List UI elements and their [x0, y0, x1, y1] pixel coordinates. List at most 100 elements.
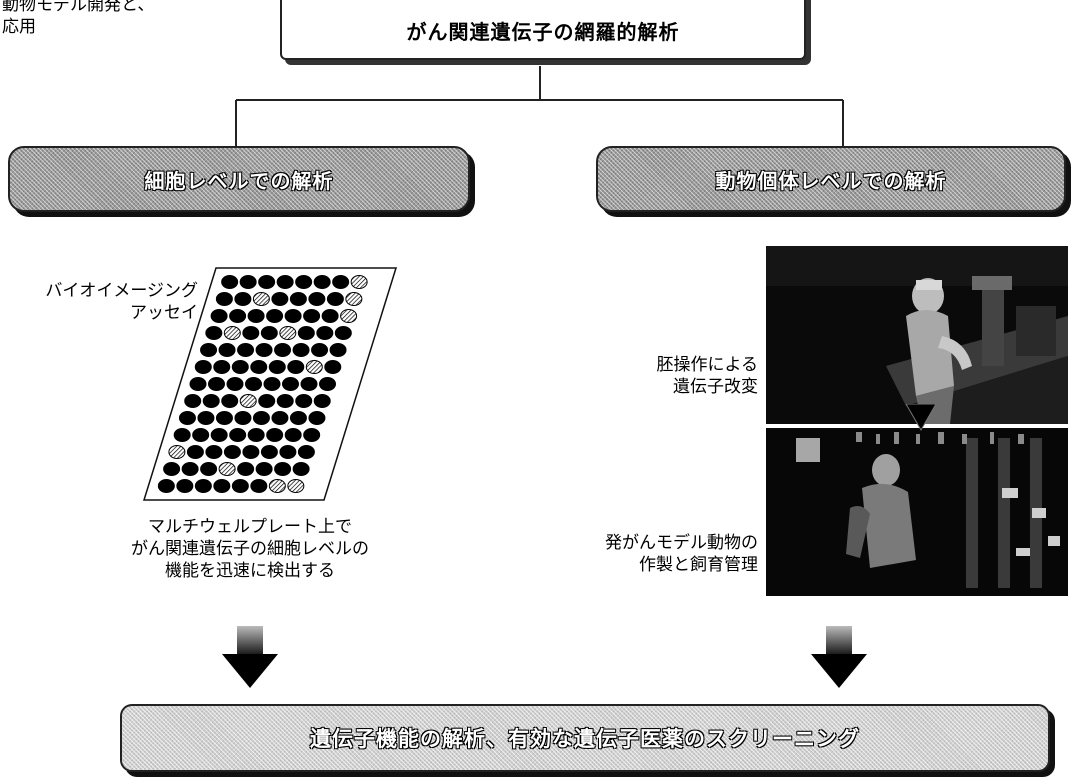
animal-facility-photo	[766, 428, 1068, 596]
well	[231, 360, 249, 374]
well	[326, 292, 344, 306]
well	[245, 377, 262, 391]
well	[271, 292, 289, 306]
well	[266, 428, 284, 442]
well	[210, 309, 228, 323]
well	[189, 377, 207, 391]
well	[178, 411, 196, 425]
well	[284, 309, 302, 323]
well	[229, 309, 247, 323]
plate-caption-line-3: 機能を迅速に検出する	[165, 561, 335, 581]
well	[276, 275, 294, 289]
well	[176, 479, 194, 493]
hatched-well	[268, 479, 286, 493]
well	[334, 326, 352, 340]
well	[289, 411, 307, 425]
corner-text-line-1: 動物モデル開発と、	[2, 0, 155, 15]
well	[300, 377, 318, 391]
well	[255, 462, 273, 476]
top-title-box: がん関連遺伝子の網羅的解析	[280, 0, 806, 60]
well	[181, 462, 199, 476]
well	[274, 462, 292, 476]
well	[218, 343, 236, 357]
well	[163, 462, 181, 476]
well	[242, 326, 260, 340]
well	[200, 462, 218, 476]
well	[234, 411, 252, 425]
well	[316, 326, 334, 340]
screening-label: 遺伝子機能の解析、有効な遺伝子医薬のスクリーニング	[310, 727, 860, 751]
plate-caption: マルチウェルプレート上で がん関連遺伝子の細胞レベルの 機能を迅速に検出する	[60, 516, 440, 582]
animal-level-label: 動物個体レベルでの解析	[715, 168, 947, 193]
well	[295, 394, 313, 408]
well	[221, 275, 239, 289]
well	[303, 428, 321, 442]
well	[308, 411, 326, 425]
hatched-well	[168, 445, 186, 459]
well	[173, 428, 191, 442]
well	[229, 428, 247, 442]
well	[226, 377, 244, 391]
well	[297, 326, 315, 340]
well	[332, 275, 350, 289]
well	[282, 377, 299, 391]
well	[205, 445, 223, 459]
animal-facility-illustration	[766, 428, 1068, 596]
well	[287, 360, 305, 374]
well	[311, 343, 329, 357]
well	[213, 360, 231, 374]
well	[194, 360, 212, 374]
lab-worker-illustration	[766, 246, 1068, 424]
hatched-well	[223, 326, 241, 340]
hatched-well	[340, 309, 358, 323]
cell-level-label: 細胞レベルでの解析	[144, 168, 334, 193]
well	[184, 394, 202, 408]
well	[284, 428, 302, 442]
embryo-caption-line-2: 遺伝子改変	[673, 377, 758, 397]
well	[266, 309, 284, 323]
well	[295, 275, 313, 289]
well	[208, 377, 225, 391]
bioimaging-line-2: アッセイ	[130, 303, 198, 323]
well	[313, 394, 331, 408]
well	[239, 275, 257, 289]
corner-text: 動物モデル開発と、 応用	[2, 0, 154, 38]
animal-level-header: 動物個体レベルでの解析	[596, 146, 1066, 212]
well	[297, 445, 315, 459]
embryo-caption: 胚操作による 遺伝子改変	[580, 354, 759, 398]
bioimaging-label: バイオイメージング アッセイ	[12, 280, 198, 324]
top-title-label: がん関連遺伝子の網羅的解析	[406, 19, 680, 44]
hatched-well	[287, 479, 305, 493]
hatched-well	[279, 326, 297, 340]
well	[263, 377, 281, 391]
well	[258, 394, 276, 408]
well	[234, 292, 252, 306]
well	[247, 428, 265, 442]
well	[274, 343, 292, 357]
well	[202, 394, 220, 408]
well	[313, 275, 331, 289]
hatched-well	[252, 292, 270, 306]
bioimaging-line-1: バイオイメージング	[45, 281, 198, 301]
well	[329, 343, 347, 357]
right-down-arrow	[811, 626, 867, 688]
well	[215, 292, 233, 306]
model-caption: 発がんモデル動物の 作製と飼育管理	[560, 532, 758, 576]
well	[276, 394, 294, 408]
well	[205, 326, 223, 340]
well	[255, 343, 273, 357]
well	[221, 394, 239, 408]
well	[200, 343, 218, 357]
well	[237, 462, 255, 476]
hatched-well	[345, 292, 363, 306]
well	[213, 479, 231, 493]
well	[260, 326, 278, 340]
well	[303, 309, 321, 323]
well	[252, 411, 270, 425]
multiwell-plate	[142, 267, 398, 501]
well	[223, 445, 241, 459]
well	[321, 309, 339, 323]
well	[237, 343, 255, 357]
well	[194, 479, 212, 493]
